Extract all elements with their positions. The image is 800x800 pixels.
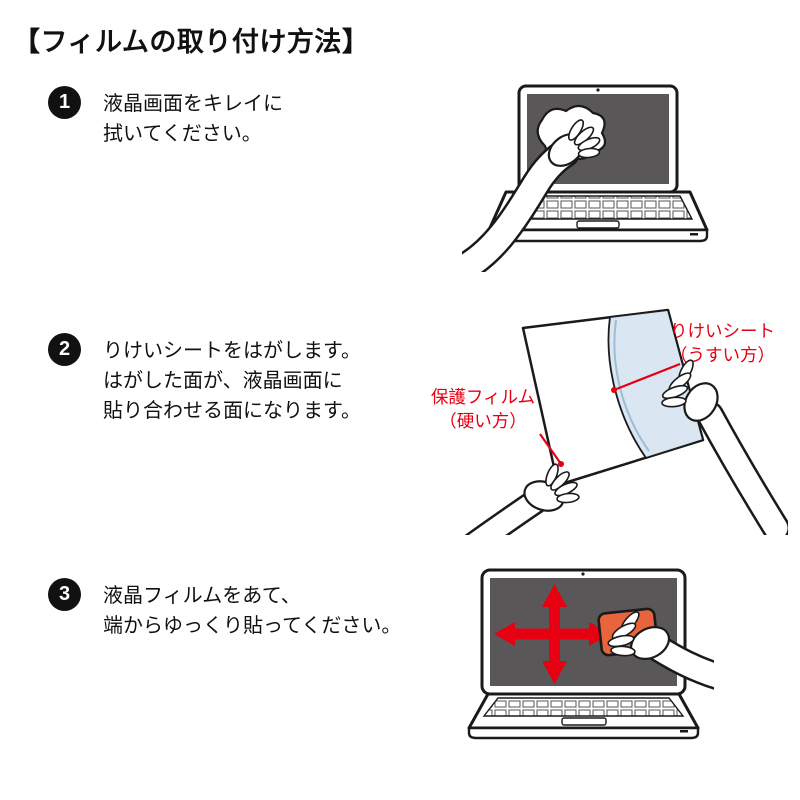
step-2-line-3: 貼り合わせる面になります。 [103, 400, 361, 422]
step-3-number: 3 [48, 578, 81, 611]
step-2-text: りけいシートをはがします。 はがした面が、液晶画面に 貼り合わせる面になります。 [103, 336, 361, 426]
release-sheet-label-line-2: （うすい方） [670, 344, 775, 365]
release-sheet-leader-line [613, 362, 681, 392]
step-3-illustration [452, 565, 734, 765]
step-1-line-2: 拭いてください。 [103, 123, 262, 145]
step-3-text: 液晶フィルムをあて、 端からゆっくり貼ってください。 [103, 581, 401, 641]
laptop-wipe-icon [441, 84, 709, 287]
protective-film-label-line-1: 保護フィルム [430, 387, 536, 407]
step-2-line-2: はがした面が、液晶画面に [103, 370, 343, 392]
peeling-hand-icon [661, 359, 788, 535]
keyboard [482, 697, 685, 717]
release-sheet-leader-dot [611, 387, 617, 393]
trackpad [576, 220, 620, 229]
protective-film-leader-line [539, 433, 562, 465]
film-peel-icon [464, 308, 788, 535]
release-sheet-label-line-1: りけいシート [670, 321, 775, 341]
step-1-line-1: 液晶画面をキレイに [103, 93, 283, 115]
laptop-apply-icon [467, 568, 734, 740]
webcam-dot [581, 572, 585, 576]
step-1-text: 液晶画面をキレイに 拭いてください。 [103, 89, 283, 149]
holding-hand-icon [464, 463, 580, 535]
film-sheets [521, 308, 705, 487]
applying-hand-icon [607, 611, 734, 691]
protective-film-label: 保護フィルム （硬い方） [424, 386, 542, 433]
step-3-line-2: 端からゆっくり貼ってください。 [103, 615, 402, 637]
protective-film-leader-dot [558, 461, 564, 467]
webcam-dot [596, 88, 600, 92]
step-3-line-1: 液晶フィルムをあて、 [103, 585, 301, 607]
laptop-base-group [467, 692, 700, 740]
step-2-number: 2 [48, 333, 81, 366]
step-2-line-1: りけいシートをはがします。 [103, 340, 361, 362]
release-sheet-label: りけいシート （うすい方） [670, 320, 775, 367]
step-2-illustration: りけいシート （うすい方） 保護フィルム （硬い方） [418, 300, 788, 535]
callout-leader-lines [539, 362, 681, 467]
trackpad [561, 717, 607, 726]
wiping-hand-icon [441, 119, 601, 287]
indicator-dash [680, 730, 688, 733]
page-title: 【フィルムの取り付け方法】 [13, 27, 370, 57]
laptop-front-edge [467, 726, 700, 740]
indicator-dash [690, 233, 698, 236]
protective-film-label-line-2: （硬い方） [439, 410, 527, 431]
step-1-number: 1 [48, 86, 81, 119]
step-1-illustration [441, 80, 712, 287]
